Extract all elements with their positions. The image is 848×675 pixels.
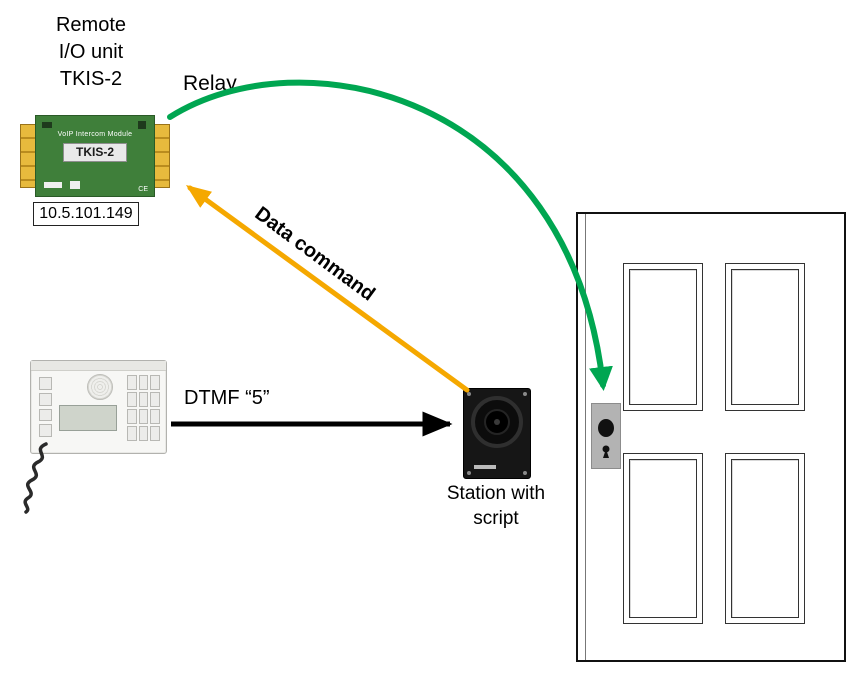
door-panel-inner bbox=[629, 459, 697, 618]
door-panel-top-left bbox=[623, 263, 703, 411]
door-panel-inner bbox=[629, 269, 697, 405]
station-screw bbox=[523, 471, 527, 475]
pcb-sticker bbox=[70, 181, 80, 189]
station-speaker-center bbox=[494, 419, 500, 425]
station-screw bbox=[523, 392, 527, 396]
phone-handset-cord bbox=[23, 442, 48, 514]
door-panel-inner bbox=[731, 269, 799, 405]
station-label: Station with script bbox=[413, 481, 579, 531]
ip-address-box: 10.5.101.149 bbox=[33, 202, 139, 226]
phone-key bbox=[150, 392, 160, 407]
tkis2-board-title: TKIS-2 bbox=[63, 143, 127, 162]
door-panel-top-right bbox=[725, 263, 805, 411]
phone-key bbox=[127, 375, 137, 390]
remote-io-unit-label-line1: Remote bbox=[55, 14, 127, 36]
keyhole-stem bbox=[603, 449, 609, 458]
phone-key bbox=[39, 392, 52, 406]
tkis2-module: VoIP Intercom Module TKIS-2 CE bbox=[20, 112, 170, 200]
data-command-arrow bbox=[185, 185, 470, 393]
phone-speaker-grille bbox=[87, 374, 113, 400]
phone-key bbox=[138, 409, 149, 424]
station-speaker bbox=[471, 396, 523, 448]
remote-io-unit-label-line3: TKIS-2 bbox=[59, 68, 123, 90]
data-command-label: Data command bbox=[250, 202, 379, 306]
phone-keypad bbox=[127, 375, 160, 441]
dtmf-label: DTMF “5” bbox=[184, 387, 270, 409]
phone-key bbox=[138, 375, 149, 390]
remote-io-unit-label: Remote I/O unit TKIS-2 bbox=[36, 12, 146, 93]
phone-top-strip bbox=[31, 361, 166, 371]
phone-key bbox=[150, 375, 160, 390]
ce-mark: CE bbox=[138, 186, 148, 193]
pcb-chip bbox=[42, 122, 52, 128]
phone-cord-path bbox=[23, 442, 48, 514]
door-panel-bottom-right bbox=[725, 453, 805, 624]
station-brand-mark bbox=[474, 465, 496, 469]
station-label-line1: Station with bbox=[446, 483, 546, 504]
station-screw bbox=[467, 392, 471, 396]
phone-key bbox=[150, 426, 160, 441]
relay-arrow bbox=[167, 79, 613, 391]
remote-io-unit-label-line2: I/O unit bbox=[58, 41, 124, 63]
station-speaker-ring bbox=[484, 409, 510, 435]
intercom-station bbox=[463, 388, 531, 479]
door-knob bbox=[598, 419, 614, 437]
phone-display bbox=[59, 405, 117, 431]
phone-key bbox=[39, 424, 52, 437]
door-panel-inner bbox=[731, 459, 799, 618]
pcb-chip bbox=[138, 121, 146, 129]
phone-key bbox=[127, 426, 137, 441]
relay-label: Relay bbox=[183, 72, 237, 95]
phone-key bbox=[138, 426, 149, 441]
door-lock-graphic bbox=[598, 419, 614, 458]
station-screw bbox=[467, 471, 471, 475]
door-edge-line bbox=[585, 214, 586, 660]
tkis2-pcb: VoIP Intercom Module TKIS-2 CE bbox=[35, 115, 155, 197]
phone-key bbox=[138, 392, 149, 407]
door-panel-bottom-left bbox=[623, 453, 703, 624]
phone-key bbox=[39, 408, 52, 422]
telephone-device bbox=[30, 360, 167, 454]
phone-side-keys bbox=[39, 377, 52, 437]
tkis2-board-subtitle: VoIP Intercom Module bbox=[57, 131, 133, 138]
door bbox=[576, 212, 846, 662]
door-lock-plate bbox=[591, 403, 621, 469]
phone-key bbox=[39, 377, 52, 390]
phone-key bbox=[127, 409, 137, 424]
station-label-line2: script bbox=[473, 508, 519, 529]
phone-key bbox=[127, 392, 137, 407]
pcb-sticker bbox=[44, 182, 62, 188]
phone-key bbox=[150, 409, 160, 424]
